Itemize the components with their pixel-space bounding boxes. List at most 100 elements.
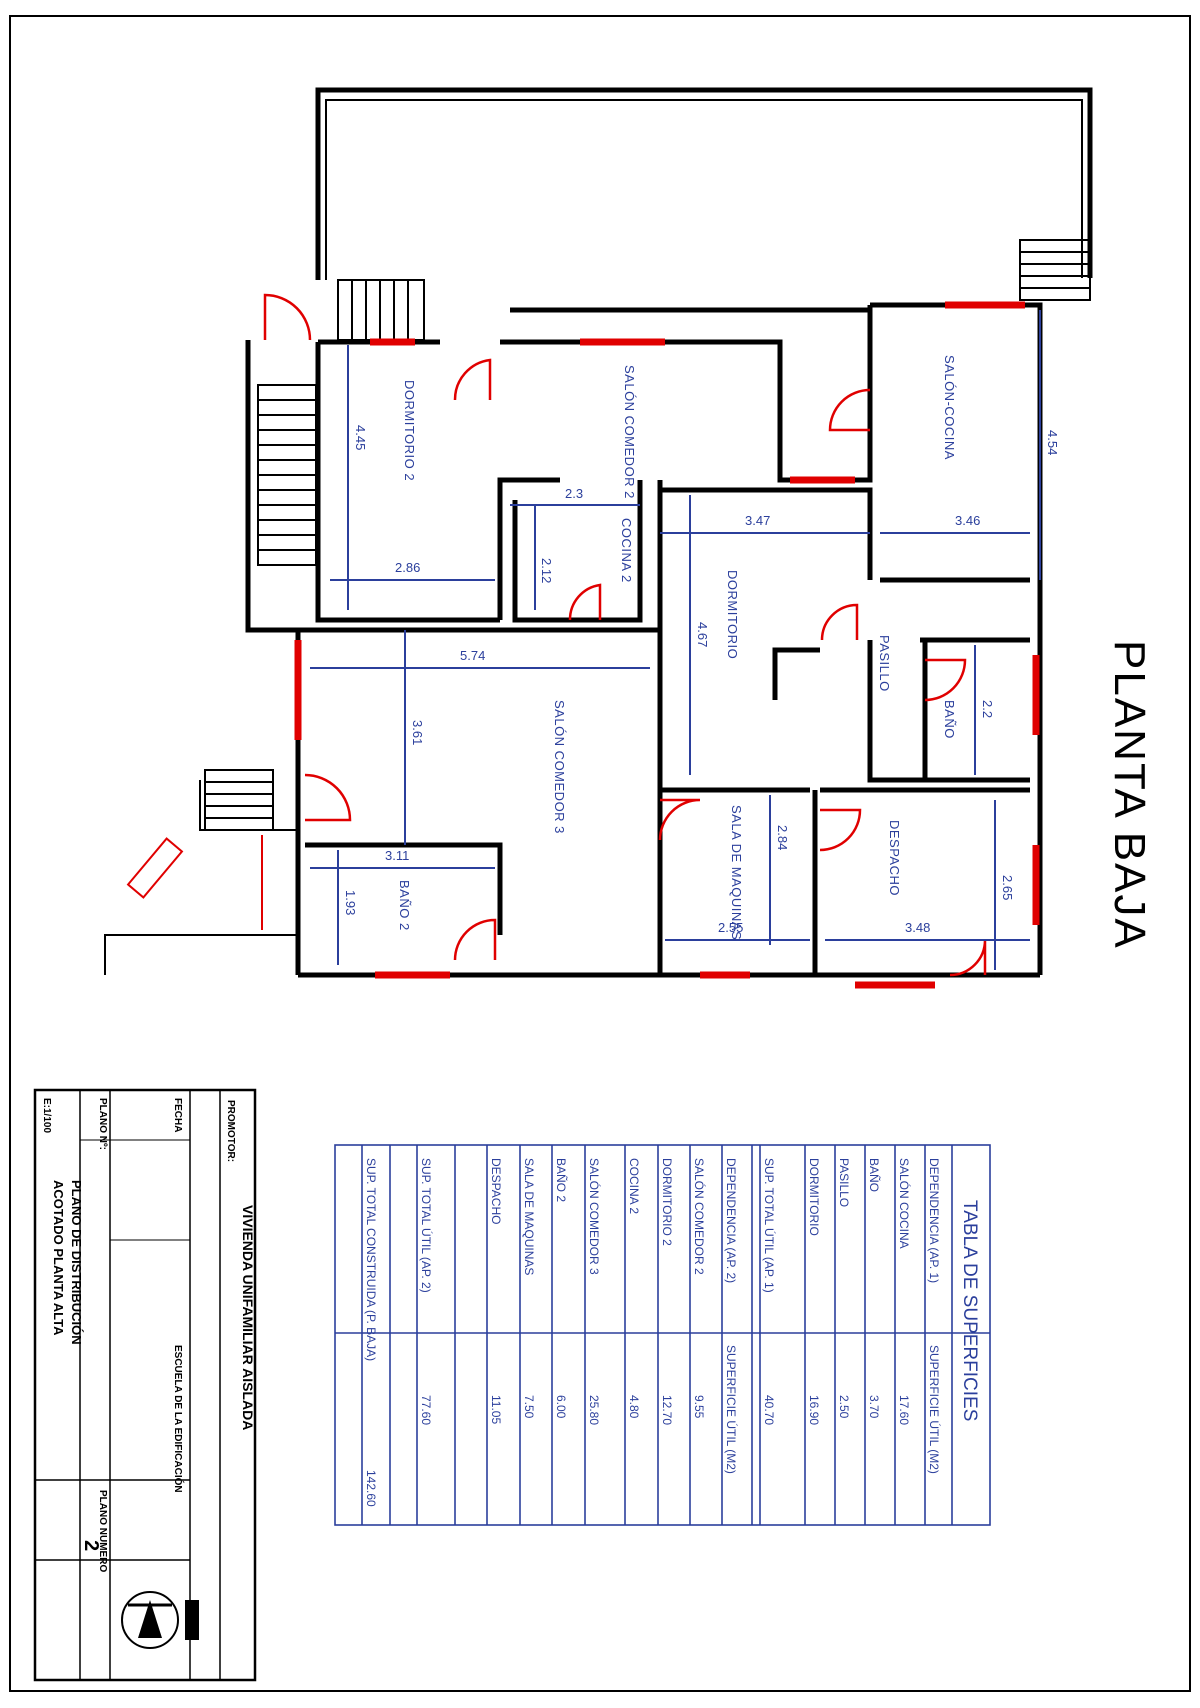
patio-wall-inner — [325, 99, 1083, 280]
room-despacho: DESPACHO — [887, 820, 902, 896]
table-row2-4-val: 25.80 — [587, 1395, 601, 1425]
wall-dorm-right — [660, 487, 873, 580]
table-row2-2-name: DORMITORIO 2 — [660, 1158, 674, 1246]
dimension-lines — [310, 310, 1041, 970]
wall-cocina2 — [512, 480, 643, 623]
outer-wall-right — [870, 302, 1043, 975]
wall-bano2 — [305, 842, 503, 935]
table-row1-4-name: DORMITORIO — [807, 1158, 821, 1236]
dim-3-47: 3.47 — [745, 513, 770, 528]
table-row2-1-val: 9.55 — [692, 1395, 706, 1419]
room-labels: DORMITORIO 2 SALÓN COMEDOR 2 SALÓN-COCIN… — [397, 355, 957, 940]
dim-3-61: 3.61 — [410, 720, 425, 745]
dim-2-55: 2.55 — [718, 920, 743, 935]
dim-3-48: 3.48 — [905, 920, 930, 935]
tb-num-label: PLANO NUMERO — [97, 1490, 108, 1572]
table-row2-5-name: BAÑO 2 — [554, 1158, 568, 1202]
room-salon-comedor-3: SALÓN COMEDOR 3 — [552, 700, 567, 834]
porch-ramp — [104, 934, 298, 975]
table-row1-4-val: 16.90 — [807, 1395, 821, 1425]
outer-wall-left — [245, 340, 301, 975]
tb-plan-name-1: PLANO DE DISTRIBUCIÓN — [69, 1180, 84, 1345]
room-sala-maquinas: SALA DE MAQUINAS — [729, 805, 744, 940]
wall-pasillo — [867, 640, 1030, 783]
dim-2-86: 2.86 — [395, 560, 420, 575]
tb-plano-label: PLANO Nº: — [97, 1098, 108, 1150]
tb-plan-name-2: ACOTADO PLANTA ALTA — [51, 1180, 66, 1336]
table-row2-total-val: 77.60 — [419, 1395, 433, 1425]
table-row2-3-val: 4.80 — [627, 1395, 641, 1419]
table-row1-total-name: SUP. TOTAL ÚTIL (AP. 1) — [762, 1158, 777, 1293]
table-header1-col1: DEPENDENCIA (AP. 1) — [927, 1158, 941, 1283]
dim-4-54: 4.54 — [1045, 430, 1060, 455]
wall-inner-l — [772, 647, 820, 700]
stair-left-porch — [204, 769, 274, 831]
table-header2-col2: SUPERFICIE ÚTIL (M2) — [724, 1345, 739, 1474]
table-row1-3-val: 2.50 — [837, 1395, 851, 1419]
dim-2-84: 2.84 — [775, 825, 790, 850]
dimension-labels: 4.45 2.86 2.3 2.12 3.47 3.46 4.54 4.67 5… — [343, 425, 1060, 935]
table-row1-1-name: SALÓN COCINA — [897, 1158, 912, 1249]
table-header2-col1: DEPENDENCIA (AP. 2) — [724, 1158, 738, 1283]
wall-dorm2-right — [497, 477, 560, 620]
table-row2-3-name: COCINA 2 — [627, 1158, 641, 1214]
table-row2-6-name: SALA DE MAQUINAS — [522, 1158, 536, 1275]
surface-table: TABLA DE SUPERFICIES DEPENDENCIA (AP. 1)… — [334, 1144, 991, 1526]
dim-3-46: 3.46 — [955, 513, 980, 528]
table-row1-2-val: 3.70 — [867, 1395, 881, 1419]
room-salon-cocina: SALÓN-COCINA — [942, 355, 957, 460]
tb-plan-number: 2 — [80, 1540, 102, 1551]
room-cocina-2: COCINA 2 — [619, 518, 634, 583]
floor-plan: 4.45 2.86 2.3 2.12 3.47 3.46 4.54 4.67 5… — [104, 87, 1154, 989]
room-bano: BAÑO — [942, 700, 957, 739]
dim-5-74: 5.74 — [460, 648, 485, 663]
ramp-piece — [126, 837, 184, 899]
dim-2-65: 2.65 — [1000, 875, 1015, 900]
table-row1-1-val: 17.60 — [897, 1395, 911, 1425]
school-seal-icon — [121, 1591, 199, 1649]
table-row2-total-name: SUP. TOTAL ÚTIL (AP. 2) — [419, 1158, 434, 1293]
dim-4-45: 4.45 — [353, 425, 368, 450]
stair-top-right — [1019, 239, 1091, 301]
doors — [263, 293, 987, 977]
tb-promotor-label: PROMOTOR: — [225, 1100, 236, 1162]
table-row2-5-val: 6.00 — [554, 1395, 568, 1419]
table-row1-2-name: BAÑO — [867, 1158, 881, 1192]
dim-2-3: 2.3 — [565, 486, 583, 501]
dim-4-67: 4.67 — [695, 622, 710, 647]
table-row1-3-name: PASILLO — [837, 1158, 851, 1207]
table-row2-2-val: 12.70 — [660, 1395, 674, 1425]
table-row2-1-name: SALÓN COMEDOR 2 — [692, 1158, 707, 1275]
room-pasillo: PASILLO — [877, 635, 892, 692]
stair-top-left — [337, 279, 425, 341]
table-row2-4-name: SALÓN COMEDOR 3 — [587, 1158, 602, 1275]
sheet-border — [9, 15, 1191, 1692]
outer-wall-top-b — [500, 305, 873, 483]
dim-1-93: 1.93 — [343, 890, 358, 915]
title-block: PROMOTOR: VIVIENDA UNIFAMILIAR AISLADA F… — [33, 1088, 257, 1682]
table-row2-6-val: 7.50 — [522, 1395, 536, 1419]
room-dormitorio: DORMITORIO — [725, 570, 740, 659]
patio-wall — [315, 87, 1093, 280]
dim-2-12: 2.12 — [539, 558, 554, 583]
room-salon-comedor-2: SALÓN COMEDOR 2 — [622, 365, 637, 499]
stair-left — [257, 384, 317, 566]
room-dormitorio-2: DORMITORIO 2 — [402, 380, 417, 481]
tb-escuela: ESCUELA DE LA EDIFICACIÓN — [172, 1345, 185, 1493]
table-header1-col2: SUPERFICIE ÚTIL (M2) — [927, 1345, 942, 1474]
table-row1-total-val: 40.70 — [762, 1395, 776, 1425]
room-bano-2: BAÑO 2 — [397, 880, 412, 931]
dim-3-11: 3.11 — [385, 848, 409, 863]
windows — [294, 301, 1040, 989]
tb-scale: E:1/100 — [41, 1098, 52, 1133]
wall-dorm2-bottom — [315, 342, 500, 623]
table-footer-name: SUP. TOTAL CONSTRUIDA (P. BAJA) — [364, 1158, 378, 1361]
dim-2-2: 2.2 — [980, 700, 995, 718]
tb-fecha-label: FECHA — [172, 1098, 183, 1132]
table-row2-7-val: 11.05 — [489, 1395, 503, 1424]
tb-project: VIVIENDA UNIFAMILIAR AISLADA — [240, 1205, 256, 1430]
table-title: TABLA DE SUPERFICIES — [959, 1200, 980, 1421]
table-footer-val: 142.60 — [364, 1470, 378, 1507]
plan-title: PLANTA BAJA — [1105, 640, 1154, 950]
